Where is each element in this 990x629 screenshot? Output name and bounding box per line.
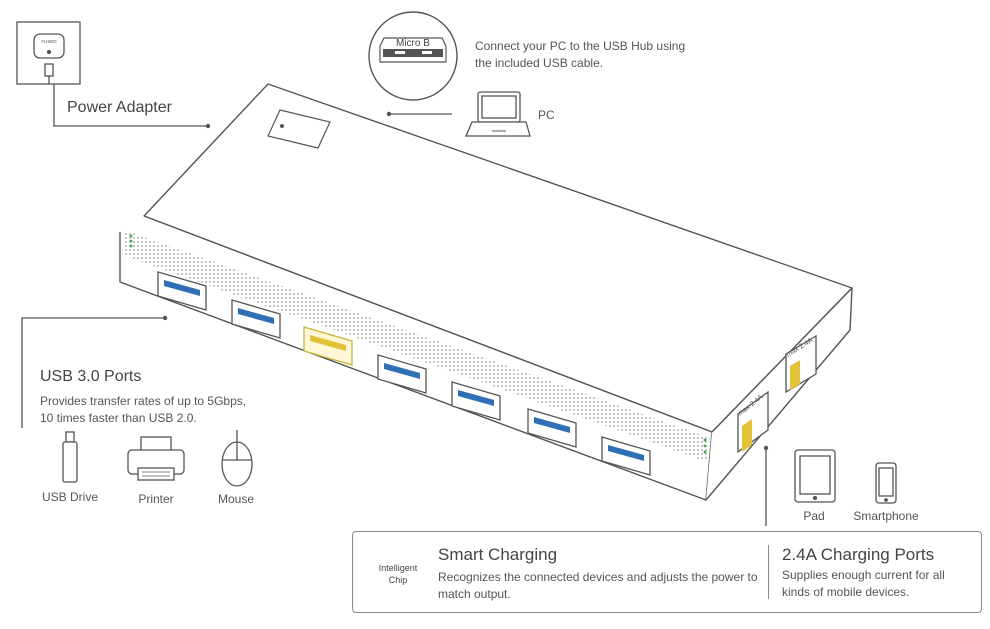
- mouse-label: Mouse: [217, 492, 255, 506]
- smartphone-label: Smartphone: [853, 509, 919, 523]
- mouse-icon: [221, 430, 253, 487]
- smart-charging-desc-line-2: match output.: [438, 587, 511, 601]
- hub-top-button: [267, 109, 331, 149]
- usb-drive-icon: [62, 431, 78, 483]
- tablet-icon: [794, 449, 836, 503]
- usb3-desc-line-2: 10 times faster than USB 2.0.: [40, 411, 197, 425]
- smart-charging-desc-line-1: Recognizes the connected devices and adj…: [438, 570, 758, 584]
- ventilation-grille: [122, 230, 710, 462]
- usb3-ports: [157, 271, 651, 476]
- usb3-port-7: [601, 436, 651, 476]
- led-indicators: [129, 234, 707, 454]
- smart-charging-title: Smart Charging: [438, 545, 558, 564]
- pc-connect-line-1: Connect your PC to the USB Hub using: [475, 39, 686, 53]
- chip-label-line-2: Chip: [388, 575, 408, 585]
- charging-port-1: [737, 390, 769, 454]
- laptop-icon: [465, 91, 531, 137]
- charging-ports-desc-line-2: kinds of mobile devices.: [782, 585, 910, 599]
- printer-label: Printer: [138, 492, 174, 506]
- usb3-port-4: [377, 354, 427, 394]
- pc-label: PC: [538, 108, 555, 122]
- power-adapter-icon: [16, 21, 81, 85]
- usb-drive-label: USB Drive: [41, 490, 98, 504]
- chip-label-line-1: Intelligent: [378, 563, 418, 573]
- info-box-divider: [768, 545, 769, 599]
- pc-connect-line-2: the included USB cable.: [475, 56, 604, 70]
- plug-fused-label: FUSED: [41, 39, 57, 44]
- charging-connector-dot: [763, 445, 769, 451]
- chip-label: Intelligent Chip: [372, 562, 424, 586]
- smartphone-icon: [875, 462, 897, 504]
- pad-label: Pad: [803, 509, 825, 523]
- smart-charging-description: Recognizes the connected devices and adj…: [438, 569, 758, 603]
- usb3-port-1: [157, 271, 207, 311]
- usb3-title: USB 3.0 Ports: [40, 368, 142, 385]
- usb3-connector-line: [21, 317, 165, 428]
- charging-ports: [737, 334, 817, 454]
- charging-port-2: [785, 334, 817, 394]
- power-connector-dot: [205, 123, 211, 129]
- usb3-description: Provides transfer rates of up to 5Gbps, …: [40, 393, 246, 427]
- micro-b-icon: [368, 11, 458, 101]
- printer-icon: [127, 436, 185, 481]
- charging-ports-desc-line-1: Supplies enough current for all: [782, 568, 945, 582]
- micro-b-label: Micro B: [396, 38, 430, 49]
- power-adapter-label: Power Adapter: [67, 99, 172, 116]
- feature-info-box: [352, 531, 982, 613]
- charging-ports-title: 2.4A Charging Ports: [782, 545, 935, 564]
- usb3-port-6: [527, 408, 577, 448]
- usb3-port-3-charging: [303, 326, 353, 366]
- usb3-port-5: [451, 381, 501, 421]
- charging-ports-description: Supplies enough current for all kinds of…: [782, 567, 945, 601]
- power-connector-line: [53, 84, 208, 127]
- usb3-port-2: [231, 299, 281, 339]
- pc-connector-dot: [386, 111, 392, 117]
- pc-connect-text: Connect your PC to the USB Hub using the…: [475, 38, 685, 72]
- usb3-connector-dot: [162, 315, 168, 321]
- usb3-desc-line-1: Provides transfer rates of up to 5Gbps,: [40, 394, 247, 408]
